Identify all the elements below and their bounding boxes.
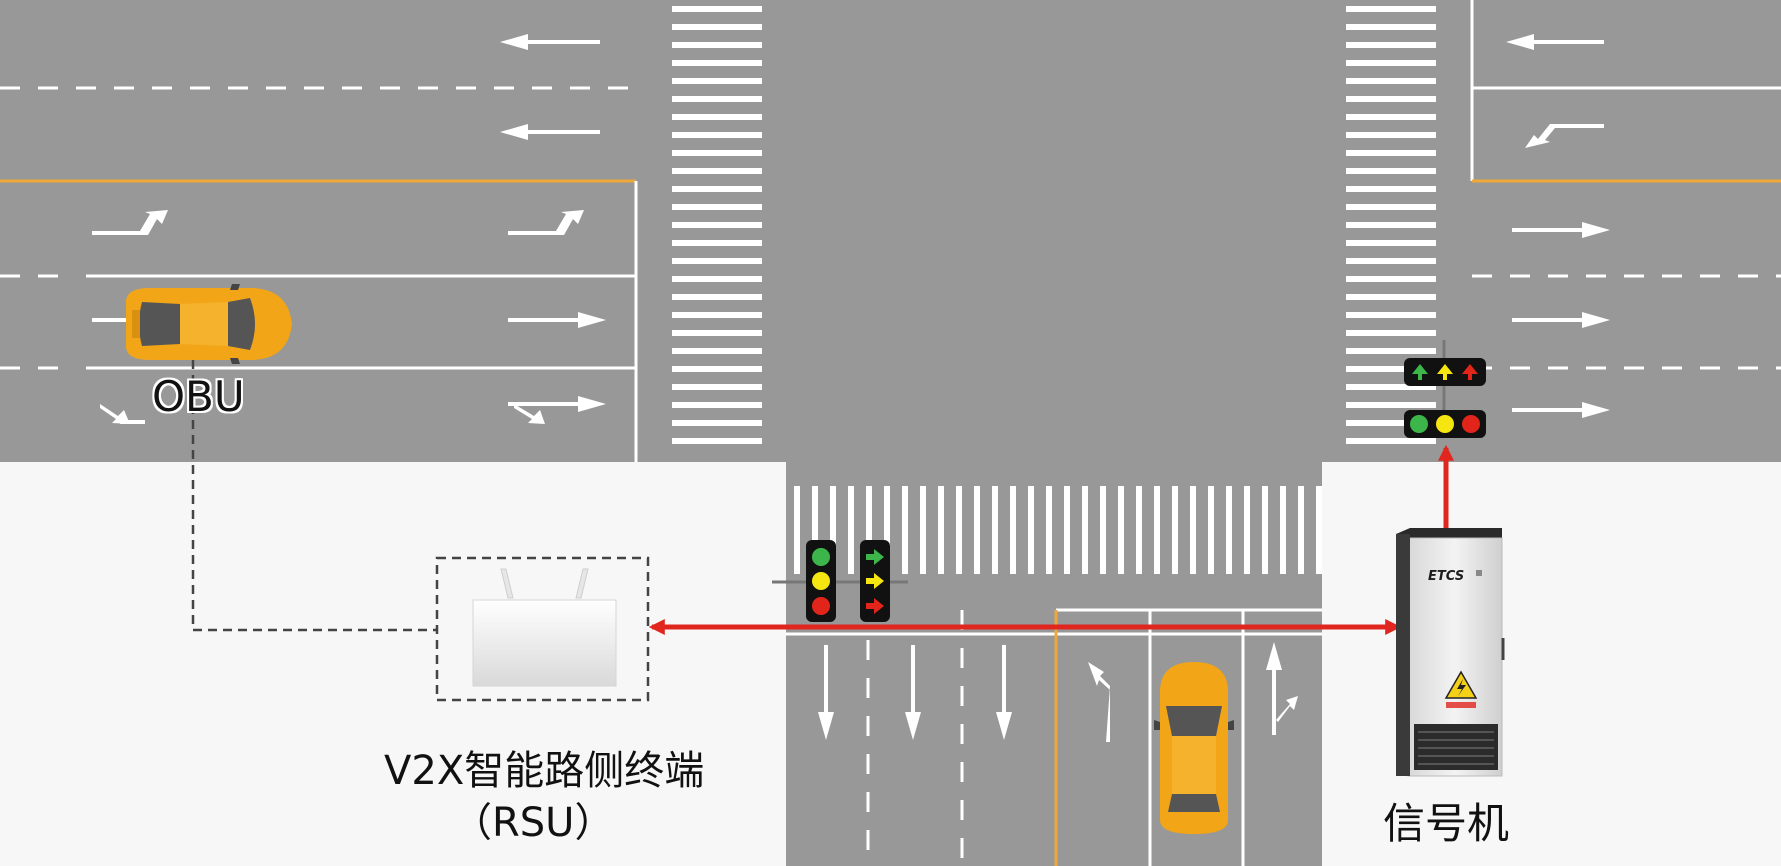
obu-label: OBU [152,372,245,421]
router-icon [472,568,617,687]
signal-cabinet-icon: ETCS [1396,528,1505,777]
west-arm-markings [0,34,640,462]
obu-rsu-dashed-link [191,360,437,632]
traffic-light-icon [772,540,908,622]
traffic-light-icon [1404,340,1486,438]
car-icon [126,284,292,364]
rsu-device-group [435,556,650,702]
crosswalk-west [672,6,762,444]
rsu-abbreviation-label: （RSU） [452,800,615,846]
crosswalk-south [794,486,1322,574]
signal-controller-label: 信号机 [1383,799,1510,848]
cabinet-brand: ETCS [1428,569,1464,584]
high-voltage-warning-icon [1444,670,1478,708]
rsu-label: V2X智能路侧终端 [384,748,705,794]
east-arm-markings [1470,0,1781,418]
crosswalk-east [1346,6,1436,444]
car-icon [1154,662,1234,834]
